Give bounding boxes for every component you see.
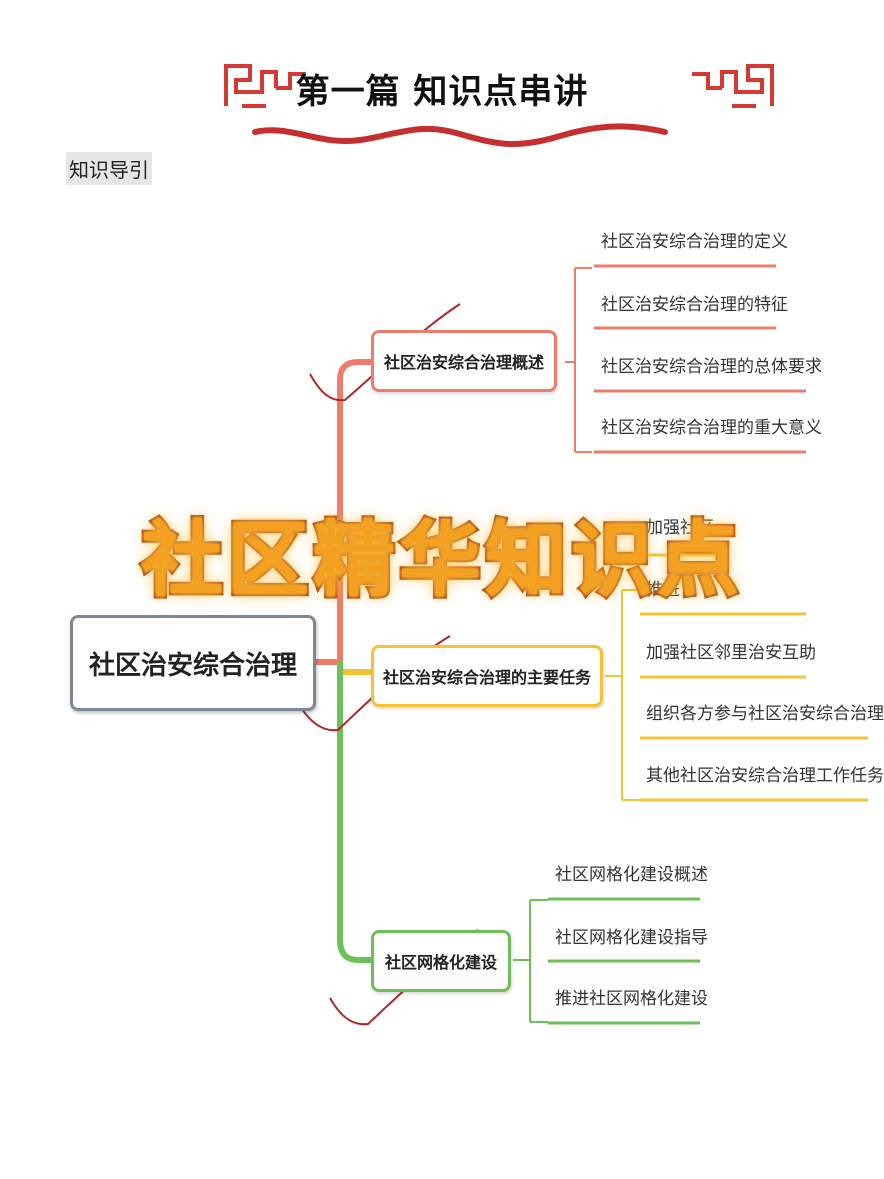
title-ornament-left xyxy=(224,64,306,108)
leaf-item: 推进社区网格化建设 xyxy=(555,989,708,1009)
leaf-item: 其他社区治安综合治理工作任务 xyxy=(646,766,884,786)
title-wave-decoration xyxy=(252,123,668,148)
watermark-overlay: 社区精华知识点 xyxy=(138,511,743,611)
leaf-item: 社区网格化建设概述 xyxy=(555,865,708,885)
leaf-item: 社区治安综合治理的总体要求 xyxy=(601,357,822,377)
page-title: 第一篇 知识点串讲 xyxy=(295,72,589,112)
section-label: 知识导引 xyxy=(66,152,152,185)
leaf-item: 社区治安综合治理的重大意义 xyxy=(601,418,822,438)
branch-node-overview: 社区治安综合治理概述 xyxy=(371,330,557,392)
leaf-item: 推进 xyxy=(646,580,680,600)
leaf-item: 社区网格化建设指导 xyxy=(555,928,708,948)
branch-node-grid-construction: 社区网格化建设 xyxy=(371,930,511,992)
leaf-item: 加强社区 xyxy=(646,518,714,538)
mindmap-root-node: 社区治安综合治理 xyxy=(70,615,316,711)
leaf-item: 社区治安综合治理的定义 xyxy=(601,232,788,252)
leaf-item: 加强社区邻里治安互助 xyxy=(646,643,816,663)
leaf-item: 组织各方参与社区治安综合治理 xyxy=(646,704,884,724)
branch-node-main-tasks: 社区治安综合治理的主要任务 xyxy=(371,645,603,707)
title-ornament-right xyxy=(692,64,774,108)
leaf-item: 社区治安综合治理的特征 xyxy=(601,295,788,315)
